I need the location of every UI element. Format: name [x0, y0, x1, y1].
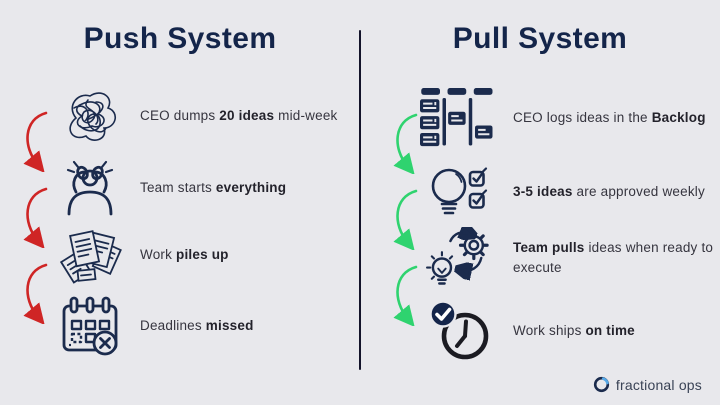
- push-step-row: CEO dumps 20 ideas mid-week: [58, 84, 338, 148]
- text-segment: ideas when ready to execute: [513, 240, 714, 275]
- push-step-text: Work piles up: [140, 245, 229, 265]
- push-step-row: Deadlines missed: [58, 294, 254, 358]
- pull-step-row: 3-5 ideas are approved weekly: [420, 160, 705, 224]
- paper-pile-icon: [58, 223, 122, 287]
- text-segment: mid-week: [274, 108, 338, 124]
- pull-step-text: Team pulls ideas when ready to execute: [513, 238, 718, 277]
- text-segment: are approved weekly: [572, 184, 705, 200]
- brand-footer: fractional ops: [593, 376, 702, 393]
- pull-step-text: 3-5 ideas are approved weekly: [513, 182, 705, 202]
- fractional-ops-logo-icon: [593, 376, 610, 393]
- text-segment-bold: Team pulls: [513, 240, 585, 256]
- brand-name: fractional ops: [615, 376, 702, 393]
- text-segment: CEO logs ideas in the: [513, 110, 652, 126]
- push-flow-arrow-icon: [23, 263, 48, 324]
- text-segment-bold: on time: [585, 323, 635, 339]
- pull-step-text: CEO logs ideas in the Backlog: [513, 108, 706, 128]
- push-flow-arrow-icon: [23, 111, 48, 172]
- push-step-row: Work piles up: [58, 223, 229, 287]
- pull-step-row: CEO logs ideas in the Backlog: [420, 86, 706, 150]
- pull-step-row: Team pulls ideas when ready to execute: [420, 226, 718, 290]
- pull-system-title: Pull System: [452, 22, 628, 55]
- push-step-text: Deadlines missed: [140, 316, 254, 336]
- text-segment-bold: 20 ideas: [219, 108, 275, 124]
- tangled-scribble-icon: [58, 84, 122, 148]
- text-segment-bold: everything: [215, 180, 287, 196]
- text-segment-bold: Backlog: [651, 110, 706, 126]
- pull-flow-arrow-icon: [393, 189, 418, 250]
- clock-check-icon: [420, 299, 500, 363]
- text-segment: Work ships: [513, 323, 586, 339]
- pull-flow-arrow-icon: [393, 265, 418, 326]
- push-step-text: Team starts everything: [140, 178, 286, 198]
- center-divider: [359, 30, 361, 370]
- push-step-text: CEO dumps 20 ideas mid-week: [140, 106, 338, 126]
- idea-checklist-icon: [420, 160, 500, 224]
- kanban-board-icon: [420, 86, 500, 150]
- text-segment-bold: missed: [205, 318, 254, 334]
- push-step-row: Team starts everything: [58, 156, 286, 220]
- idea-gear-cycle-icon: [420, 226, 500, 290]
- pull-step-text: Work ships on time: [513, 321, 635, 341]
- calendar-missed-icon: [58, 294, 122, 358]
- text-segment: Deadlines: [140, 318, 206, 334]
- stressed-person-icon: [58, 156, 122, 220]
- text-segment: Team starts: [140, 180, 216, 196]
- text-segment: CEO dumps: [140, 108, 220, 124]
- push-flow-arrow-icon: [23, 187, 48, 248]
- text-segment-bold: 3-5 ideas: [513, 184, 573, 200]
- text-segment: Work: [140, 247, 177, 263]
- pull-step-row: Work ships on time: [420, 299, 635, 363]
- push-system-title: Push System: [83, 22, 277, 55]
- text-segment-bold: piles up: [176, 247, 229, 263]
- pull-flow-arrow-icon: [393, 113, 418, 174]
